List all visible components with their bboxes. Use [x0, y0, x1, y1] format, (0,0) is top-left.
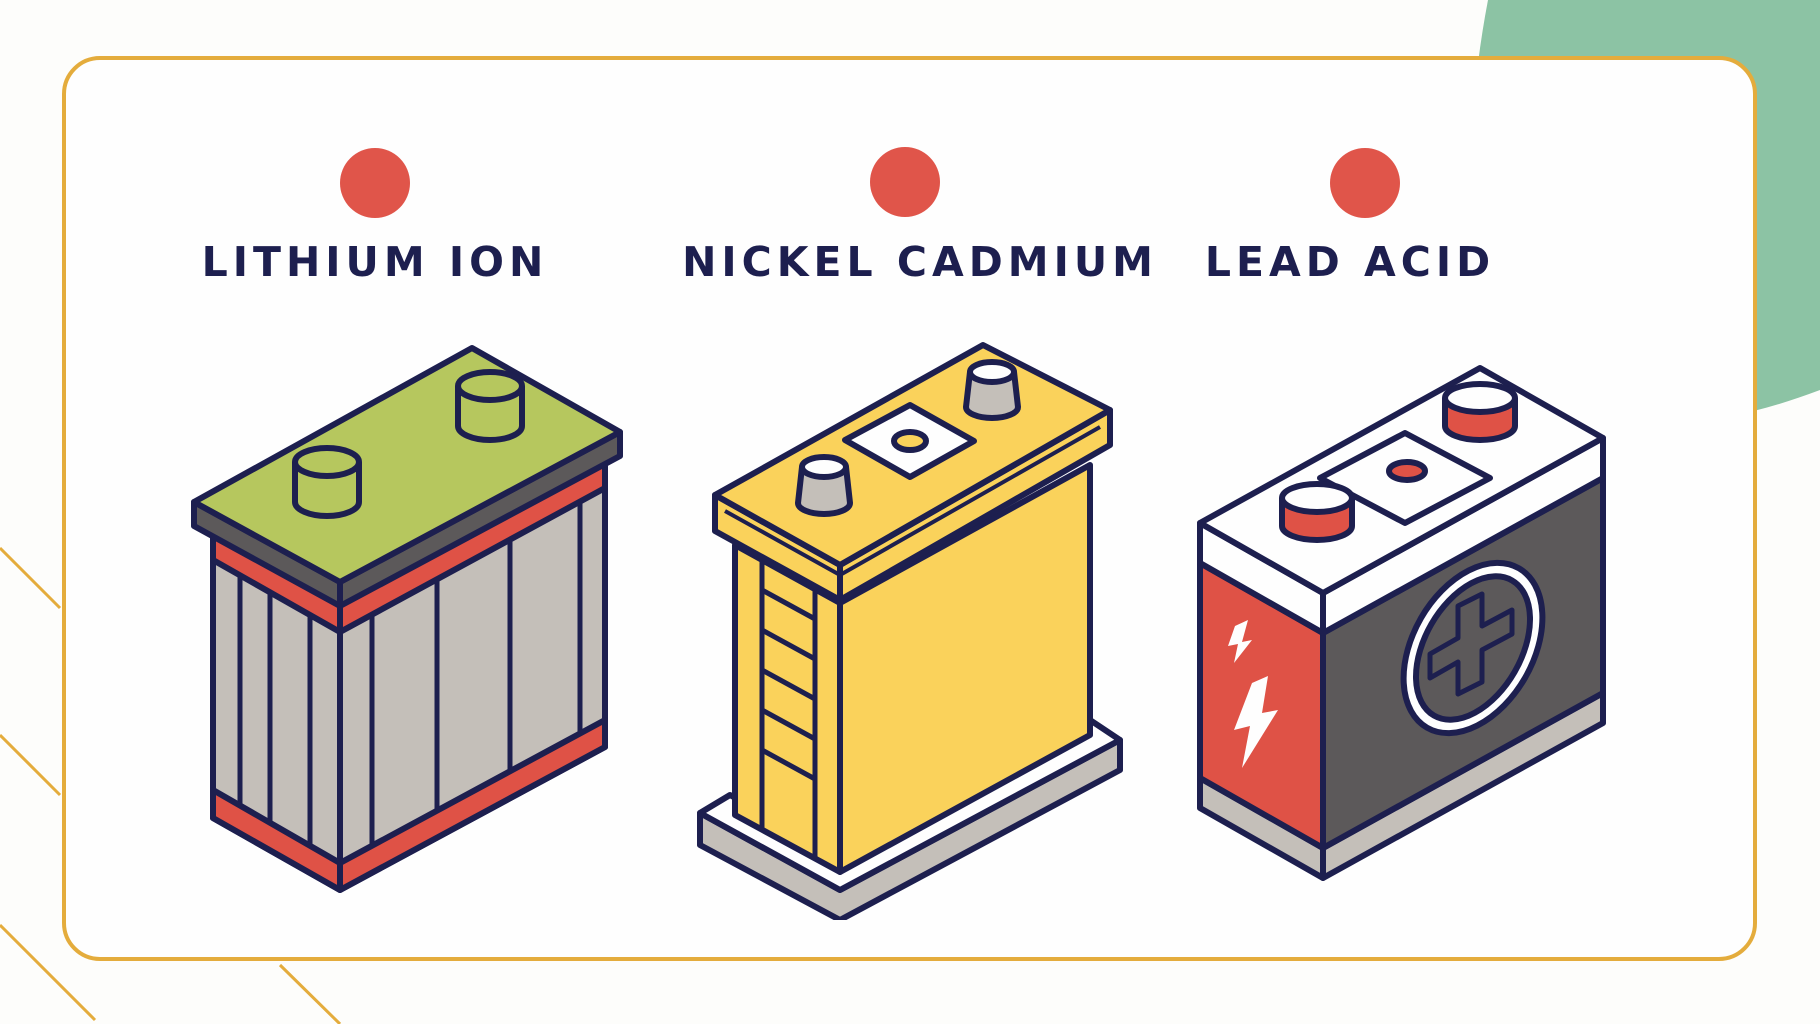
plus-icon: [1400, 559, 1546, 737]
diagonal-lines: [0, 546, 342, 1024]
lithium-ion-battery-icon: [191, 345, 623, 893]
red-dot-nickel: [870, 147, 940, 217]
lead-acid-battery-icon: [1197, 365, 1606, 881]
lightning-bolt-icon: [1228, 620, 1278, 768]
nickel-cadmium-label: NICKEL CADMIUM: [682, 238, 1158, 286]
red-dot-lithium: [340, 148, 410, 218]
red-dot-lead: [1330, 148, 1400, 218]
nickel-cadmium-battery-icon: [697, 342, 1123, 920]
lithium-ion-label: LITHIUM ION: [201, 238, 549, 286]
lead-acid-label: LEAD ACID: [1204, 238, 1496, 286]
